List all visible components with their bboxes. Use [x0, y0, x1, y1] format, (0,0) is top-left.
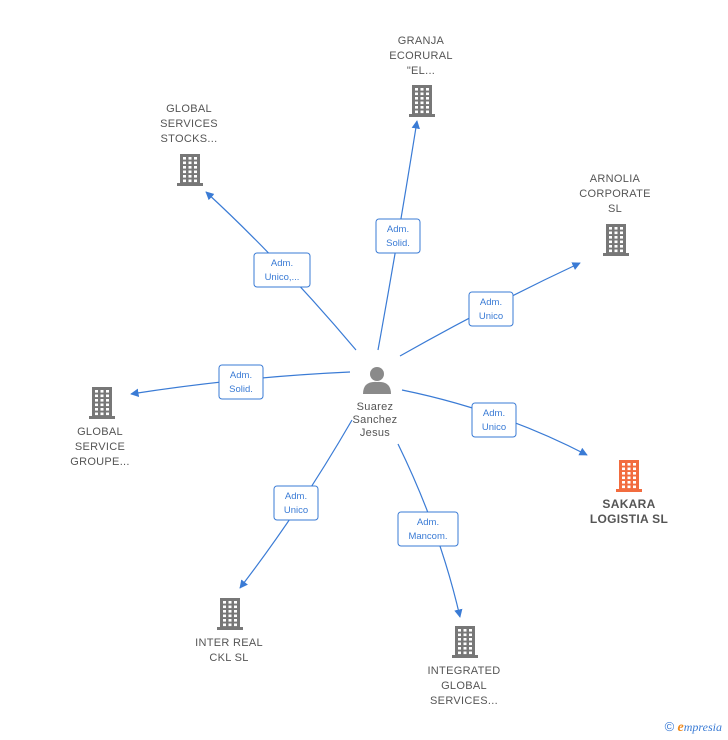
edge-label-inter-real[interactable]: Adm. Unico — [273, 485, 319, 521]
edge-label-text-line: Unico — [284, 505, 308, 516]
edge-label-box — [273, 485, 319, 521]
building-icon[interactable] — [217, 598, 243, 630]
node-label-sakara-line: SAKARA — [602, 497, 655, 511]
edge-label-box — [218, 364, 264, 400]
edge-label-global-groupe[interactable]: Adm. Solid. — [218, 364, 264, 400]
node-label-integrated: INTEGRATED GLOBAL SERVICES... — [427, 665, 500, 707]
node-granja[interactable]: GRANJA ECORURAL "EL... — [389, 35, 453, 117]
edge-label-text-line: Solid. — [229, 384, 253, 395]
node-label-sakara-line: LOGISTIA SL — [590, 512, 668, 526]
edge-label-text-line: Adm. — [230, 370, 252, 381]
edge-label-text-line: Mancom. — [408, 531, 447, 542]
node-label-inter-real-line: INTER REAL — [195, 637, 263, 649]
edge-label-text-line: Adm. — [285, 491, 307, 502]
person-icon[interactable] — [363, 367, 391, 394]
node-label-global-stocks: GLOBAL SERVICES STOCKS... — [160, 103, 218, 145]
edge-label-text-line: Adm. — [417, 517, 439, 528]
edge-label-text: Adm. Solid. — [386, 224, 410, 249]
edge-label-text-line: Adm. — [480, 297, 502, 308]
node-arnolia[interactable]: ARNOLIA CORPORATE SL — [579, 173, 651, 256]
node-global-groupe[interactable]: GLOBAL SERVICE GROUPE... — [70, 387, 130, 468]
edge-label-arnolia[interactable]: Adm. Unico — [468, 291, 514, 327]
copyright-symbol: © — [664, 719, 675, 734]
node-label-integrated-line: INTEGRATED — [427, 665, 500, 677]
edge-label-box — [253, 252, 311, 288]
node-label-arnolia-line: CORPORATE — [579, 188, 651, 200]
building-icon[interactable] — [616, 460, 642, 492]
brand-initial: e — [677, 720, 684, 735]
node-label-arnolia-line: ARNOLIA — [590, 173, 641, 185]
person-label-line: Jesus — [360, 427, 390, 439]
edge-label-text: Adm. Unico — [479, 297, 503, 322]
node-integrated[interactable]: INTEGRATED GLOBAL SERVICES... — [427, 626, 500, 707]
node-label-granja-line: "EL... — [407, 65, 435, 77]
node-label-granja: GRANJA ECORURAL "EL... — [389, 35, 453, 77]
edge-label-text: Adm. Unico,... — [265, 258, 300, 283]
node-label-inter-real: INTER REAL CKL SL — [195, 637, 263, 664]
node-label-integrated-line: GLOBAL — [441, 680, 487, 692]
node-inter-real[interactable]: INTER REAL CKL SL — [195, 598, 263, 664]
edge-label-granja[interactable]: Adm. Solid. — [375, 218, 421, 254]
edge-label-text-line: Unico — [479, 311, 503, 322]
edge-label-integrated[interactable]: Adm. Mancom. — [397, 511, 459, 547]
node-label-arnolia: ARNOLIA CORPORATE SL — [579, 173, 651, 215]
node-label-global-groupe: GLOBAL SERVICE GROUPE... — [70, 426, 130, 468]
edge-label-text-line: Adm. — [483, 408, 505, 419]
edge-label-global-stocks[interactable]: Adm. Unico,... — [253, 252, 311, 288]
node-label-integrated-line: SERVICES... — [430, 695, 498, 707]
building-icon[interactable] — [603, 224, 629, 256]
node-label-granja-line: ECORURAL — [389, 50, 453, 62]
node-label-global-groupe-line: GROUPE... — [70, 456, 130, 468]
edge-label-text: Adm. Unico — [482, 408, 506, 433]
edges-layer — [130, 120, 588, 618]
node-global-stocks[interactable]: GLOBAL SERVICES STOCKS... — [160, 103, 218, 186]
node-label-global-stocks-line: STOCKS... — [161, 133, 218, 145]
edge-label-text-line: Solid. — [386, 238, 410, 249]
edge-label-box — [468, 291, 514, 327]
footer-brand[interactable]: © empresia — [665, 719, 722, 736]
node-label-global-stocks-line: SERVICES — [160, 118, 218, 130]
edge-label-text: Adm. Solid. — [229, 370, 253, 395]
brand-name: mpresia — [683, 720, 722, 734]
building-icon[interactable] — [409, 85, 435, 117]
edge-label-sakara[interactable]: Adm. Unico — [471, 402, 517, 438]
person-label-line: Suarez — [357, 401, 394, 413]
edge-label-text-line: Adm. — [387, 224, 409, 235]
person-label-line: Sanchez — [353, 414, 398, 426]
edge-label-text-line: Unico,... — [265, 272, 300, 283]
edge-label-text: Adm. Unico — [284, 491, 308, 516]
edge-label-text: Adm. Mancom. — [408, 517, 447, 542]
edge-label-box — [471, 402, 517, 438]
edge-label-box — [397, 511, 459, 547]
edge-label-text-line: Unico — [482, 422, 506, 433]
building-icon[interactable] — [89, 387, 115, 419]
edge-label-text-line: Adm. — [271, 258, 293, 269]
node-label-global-stocks-line: GLOBAL — [166, 103, 212, 115]
edge-labels-layer: Adm.Solid.Adm.Unico,...Adm.UnicoAdm.Soli… — [218, 218, 517, 547]
building-icon[interactable] — [452, 626, 478, 658]
edge-label-box — [375, 218, 421, 254]
node-label-granja-line: GRANJA — [398, 35, 445, 47]
node-label-global-groupe-line: SERVICE — [75, 441, 125, 453]
node-label-global-groupe-line: GLOBAL — [77, 426, 123, 438]
building-icon[interactable] — [177, 154, 203, 186]
node-label-arnolia-line: SL — [608, 203, 622, 215]
node-label-inter-real-line: CKL SL — [209, 652, 248, 664]
